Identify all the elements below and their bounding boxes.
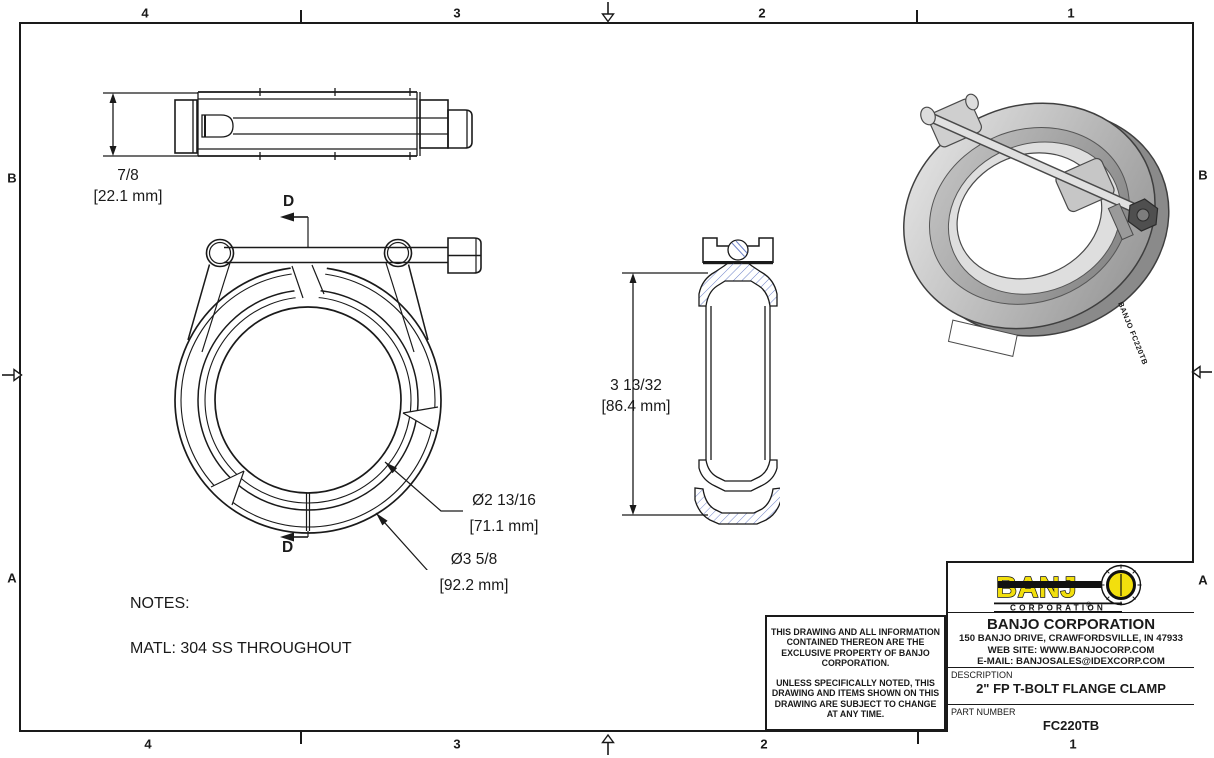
- center-mark-top-icon: [601, 2, 615, 23]
- zone-tick: [300, 732, 302, 744]
- zone-label-left-a: A: [7, 570, 17, 586]
- sheet-border-frame: [19, 22, 1194, 732]
- iso-engraving-text: BANJO FC220TB: [1116, 300, 1150, 366]
- top-view-drawing: [103, 88, 473, 160]
- center-mark-right-icon: [1191, 365, 1212, 379]
- zone-tick: [917, 732, 919, 744]
- logo-corporation-strip: CORPORATION: [1010, 603, 1106, 612]
- disclaimer-block: THIS DRAWING AND ALL INFORMATION CONTAIN…: [765, 615, 946, 731]
- dimension-section-height: 3 13/32 [86.4 mm]: [601, 377, 671, 415]
- part-number-label: PART NUMBER: [951, 707, 1016, 717]
- section-label-d-top: D: [283, 193, 295, 210]
- logo-registered-mark: ®: [1086, 601, 1092, 609]
- section-view-drawing: [622, 237, 780, 525]
- isometric-view-rendering: BANJO FC220TB: [903, 93, 1170, 366]
- zone-label-bottom-3: 3: [453, 736, 461, 752]
- company-name: BANJO CORPORATION: [986, 616, 1156, 633]
- company-address: 150 BANJO DRIVE, CRAWFORDSVILLE, IN 4793…: [959, 633, 1183, 644]
- zone-label-right-b: B: [1198, 167, 1208, 183]
- zone-tick: [300, 10, 302, 22]
- company-email: E-MAIL: BANJOSALES@IDEXCORP.COM: [977, 656, 1165, 667]
- center-mark-bottom-icon: [601, 734, 615, 755]
- zone-label-bottom-2: 2: [760, 736, 768, 752]
- company-logo: BANJ ® CORPORATION: [948, 563, 1194, 613]
- part-number-value: FC220TB: [1042, 718, 1100, 733]
- center-mark-left-icon: [2, 368, 23, 382]
- iso-hex-nut: [1107, 198, 1159, 241]
- dimension-outer-diameter: Ø3 5/8 [92.2 mm]: [439, 551, 509, 594]
- title-block-description-section: DESCRIPTION 2" FP T-BOLT FLANGE CLAMP: [948, 668, 1194, 705]
- dimension-inner-diameter: Ø2 13/16 [71.1 mm]: [469, 492, 539, 535]
- front-view-drawing: [174, 212, 482, 570]
- zone-label-top-2: 2: [758, 5, 766, 21]
- title-block-company-section: BANJO CORPORATION 150 BANJO DRIVE, CRAWF…: [948, 613, 1194, 668]
- zone-label-right-a: A: [1198, 572, 1208, 588]
- company-website: WEB SITE: WWW.BANJOCORP.COM: [987, 644, 1155, 656]
- dimension-thickness: 7/8 [22.1 mm]: [93, 167, 163, 205]
- zone-label-top-4: 4: [141, 5, 149, 21]
- banjo-logo-icon: BANJ ® CORPORATION: [994, 564, 1142, 612]
- section-label-d-bottom: D: [282, 539, 294, 556]
- banjo-neck-bar: [998, 580, 1125, 588]
- zone-label-bottom-1: 1: [1069, 736, 1077, 752]
- title-block: BANJ ® CORPORATION BANJO CORPORATION 15: [946, 561, 1194, 733]
- description-value: 2" FP T-BOLT FLANGE CLAMP: [976, 681, 1166, 696]
- zone-label-left-b: B: [7, 170, 17, 186]
- zone-tick: [916, 10, 918, 22]
- zone-label-top-3: 3: [453, 5, 461, 21]
- notes-heading: NOTES:: [130, 595, 190, 612]
- title-block-part-number-section: PART NUMBER FC220TB: [948, 705, 1194, 733]
- zone-label-top-1: 1: [1067, 5, 1075, 21]
- disclaimer-paragraph-2: UNLESS SPECIFICALLY NOTED, THIS DRAWING …: [771, 677, 940, 720]
- zone-label-bottom-4: 4: [144, 736, 152, 752]
- description-label: DESCRIPTION: [951, 670, 1013, 680]
- notes-material: MATL: 304 SS THROUGHOUT: [130, 640, 352, 657]
- disclaimer-paragraph-1: THIS DRAWING AND ALL INFORMATION CONTAIN…: [770, 626, 941, 669]
